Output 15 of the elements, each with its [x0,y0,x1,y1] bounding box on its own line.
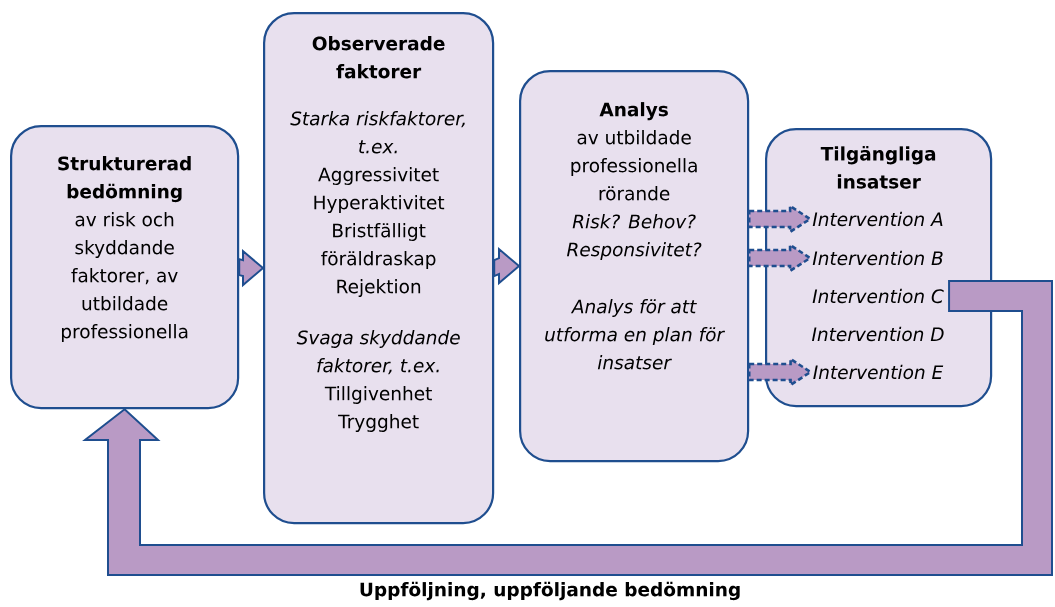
dashed-block-arrow [747,356,813,388]
dashed-block-arrow [747,203,813,235]
intervention-label: Intervention C [812,288,944,304]
intervention-label: Intervention E [813,364,944,380]
block-arrow [493,246,521,286]
intervention-label: Intervention D [812,326,944,342]
rounded-box: Analys av utbildade professionella rörande Risk? Behov? Responsivitet? Analys för att utforma en plan för insatser [519,70,750,463]
rounded-box: Strukturerad bedömning av risk och skyddande faktorer, av utbildade professionella [10,125,240,410]
feedback-arrow [82,280,1053,576]
rounded-box: Observerade faktorer Starka riskfaktorer, t.ex. Aggressivitet Hyperaktivitet Bristfälligt föräldraskap Rejektion Svaga skyddande faktorer, t.ex. Tillgivenhet Trygghet [263,12,495,525]
dashed-block-arrow [747,242,813,274]
intervention-label: Intervention A [812,211,943,227]
intervention-label: Intervention B [812,250,943,266]
caption-text: Uppföljning, uppföljande bedömning [360,581,740,601]
block-arrow [238,248,265,288]
